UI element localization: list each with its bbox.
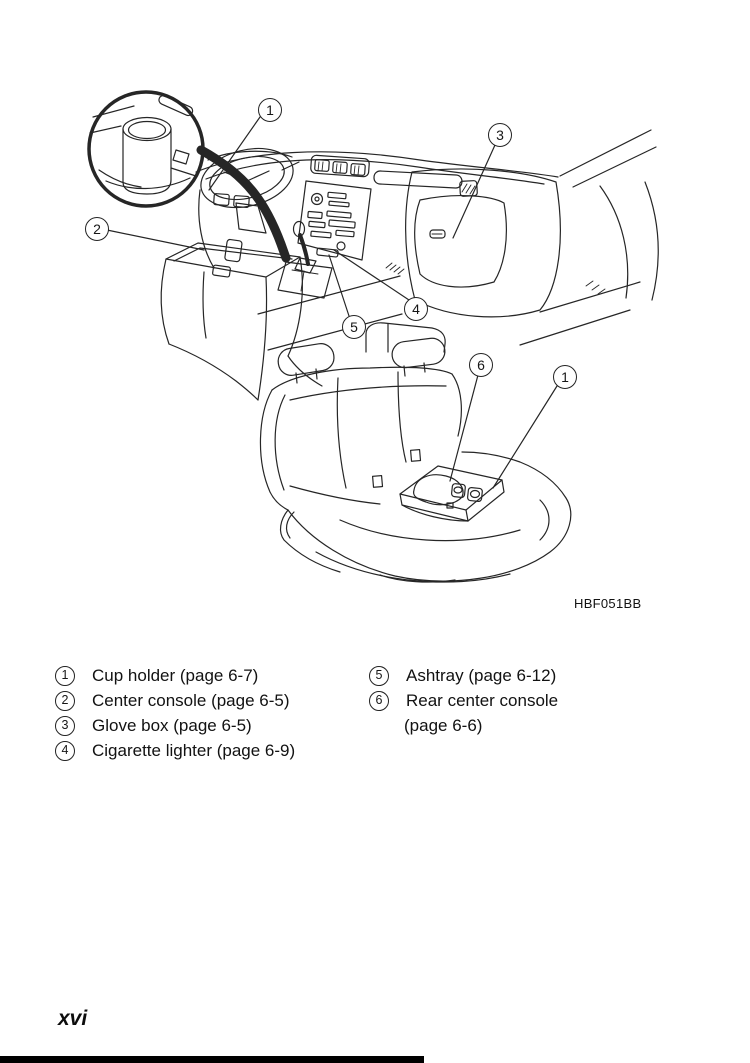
interior-illustration [87, 90, 659, 583]
callout-5: 5 [342, 315, 366, 339]
figure-code: HBF051BB [574, 596, 642, 611]
leader-lines [106, 116, 558, 489]
legend-item-rear-center-console: 6 Rear center console [369, 688, 689, 713]
callout-1: 1 [553, 365, 577, 389]
callout-4: 4 [404, 297, 428, 321]
rear-seat-drawing [259, 337, 572, 583]
legend-label-2: Center console (page 6-5) [92, 690, 290, 710]
legend-num-1: 1 [55, 665, 75, 686]
legend-num-6: 6 [369, 690, 389, 711]
legend-label-1: Cup holder (page 6-7) [92, 665, 259, 685]
legend-num-5: 5 [369, 665, 389, 686]
legend-item-ashtray: 5 Ashtray (page 6-12) [369, 663, 689, 688]
legend-num-3: 3 [55, 715, 75, 736]
inset-magnifier [87, 90, 291, 263]
callout-3: 3 [488, 123, 512, 147]
legend-item-cup-holder: 1 Cup holder (page 6-7) [55, 663, 355, 688]
callout-6: 6 [469, 353, 493, 377]
legend-item-center-console: 2 Center console (page 6-5) [55, 688, 355, 713]
legend-label-6: Rear center console [406, 690, 559, 710]
legend-num-4: 4 [55, 740, 75, 761]
dashboard-drawing [195, 129, 659, 353]
legend-label-3: Glove box (page 6-5) [92, 715, 252, 735]
legend-label-5: Ashtray (page 6-12) [406, 665, 557, 685]
legend-label-4: Cigarette lighter (page 6-9) [92, 740, 296, 760]
page-number: xvi [58, 1007, 88, 1030]
center-console-drawing [160, 242, 323, 401]
scan-artifact-bar [0, 1056, 424, 1063]
legend-item-glove-box: 3 Glove box (page 6-5) [55, 713, 355, 738]
legend-label-6-continued: (page 6-6) [404, 716, 483, 735]
legend-num-2: 2 [55, 690, 75, 711]
legend-item-cigarette-lighter: 4 Cigarette lighter (page 6-9) [55, 738, 355, 763]
legend-column-left: 1 Cup holder (page 6-7) 2 Center console… [55, 663, 355, 763]
callout-1: 1 [258, 98, 282, 122]
legend-column-right: 5 Ashtray (page 6-12) 6 Rear center cons… [369, 663, 689, 738]
callout-2: 2 [85, 217, 109, 241]
